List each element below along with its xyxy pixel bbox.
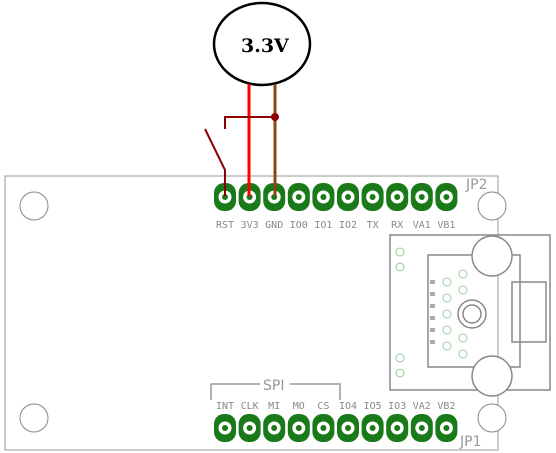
jp2-pin-label-gnd: GND (265, 220, 283, 231)
jp2-pin-label-io2: IO2 (339, 220, 357, 231)
jp1-pin-label-io3: IO3 (388, 401, 406, 412)
jp1-pin-label-cs: CS (317, 401, 329, 412)
mounting-hole-top-left (19, 191, 49, 221)
jp1-pad-clk (238, 414, 261, 442)
jp1-pin-label-vb2: VB2 (437, 401, 455, 412)
jp2-pad-3v3 (238, 183, 261, 211)
ethernet-connector (389, 234, 551, 397)
jp1-pad-vb2 (435, 414, 458, 442)
jp2-pin-label-io1: IO1 (314, 220, 332, 231)
jp1-pad-io5 (361, 414, 384, 442)
jp1-pin-labels: INT CLK MI MO CS IO4 IO5 IO3 VA2 VB2 (216, 401, 455, 412)
jp1-pin-label-int: INT (216, 401, 234, 412)
jp2-pin-label-vb1: VB1 (437, 220, 455, 231)
wire-rst (224, 116, 275, 129)
wire-junction (271, 113, 279, 121)
jp1-pad-cs (312, 414, 335, 442)
jp2-pin-label-tx: TX (367, 220, 379, 231)
jp1-pad-io3 (386, 414, 409, 442)
wires (204, 84, 279, 196)
jp1-pad-mo (287, 414, 310, 442)
jp2-pin-labels: RST 3V3 GND IO0 IO1 IO2 TX RX VA1 VB1 (216, 220, 455, 231)
jp1-pad-va2 (410, 414, 433, 442)
supply-voltage-label: 3.3V (241, 35, 290, 57)
jp2-pin-label-io0: IO0 (290, 220, 308, 231)
jp1-pin-label-mo: MO (293, 401, 305, 412)
jp2-pin-label-rx: RX (391, 220, 403, 231)
jp2-pad-tx (361, 183, 384, 211)
jp2-pin-label-3v3: 3V3 (241, 220, 259, 231)
jp1-pad-io4 (337, 414, 359, 442)
jp1-pin-label-mi: MI (268, 401, 280, 412)
jp1-pad-mi (263, 414, 286, 442)
jp2-pin-label-rst: RST (216, 220, 234, 231)
jp1-pad-int (214, 414, 236, 442)
jp2-pad-va1 (410, 183, 433, 211)
supply-source-circle (212, 1, 312, 87)
jp2-label: JP2 (465, 177, 487, 193)
spi-group-label: SPI (263, 378, 284, 394)
mounting-hole-top-right (477, 191, 507, 221)
jp2-pad-rst (214, 183, 236, 211)
jp1-pin-label-clk: CLK (241, 401, 259, 412)
mounting-hole-bottom-left (19, 403, 49, 433)
jp2-header (214, 183, 458, 211)
jp1-pin-label-va2: VA2 (413, 401, 431, 412)
jp1-pin-label-io4: IO4 (339, 401, 357, 412)
board-outline (4, 175, 499, 451)
jp1-pin-label-io5: IO5 (364, 401, 382, 412)
spi-group-bracket (210, 383, 341, 400)
jp1-label: JP1 (459, 434, 481, 450)
jp2-pad-io1 (312, 183, 335, 211)
jp2-pad-io2 (337, 183, 359, 211)
jp2-pin-label-va1: VA1 (413, 220, 431, 231)
jp2-pad-io0 (287, 183, 310, 211)
ethernet-connector-fingers (430, 280, 435, 344)
jp1-header (214, 414, 458, 442)
mounting-hole-bottom-right (477, 403, 507, 433)
wire-rst-switch (204, 128, 226, 196)
ethernet-connector-pads (395, 247, 468, 378)
jp2-pad-rx (386, 183, 409, 211)
jp2-pad-vb1 (435, 183, 458, 211)
